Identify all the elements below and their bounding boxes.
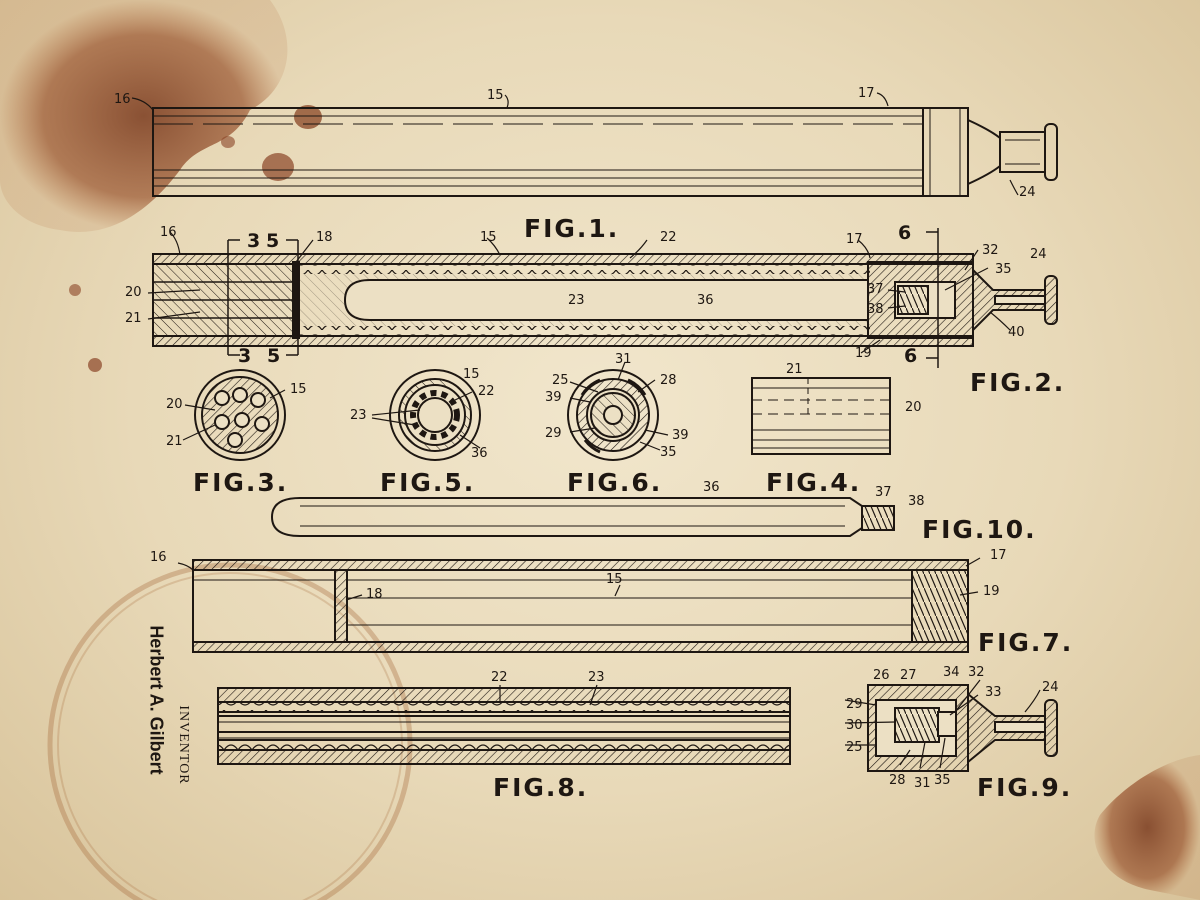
leader-lines [131, 92, 1041, 769]
ref-numeral: 32 [968, 665, 985, 680]
stain-spot [262, 153, 294, 181]
fig4-drawing [751, 377, 891, 455]
fig5-caption: FIG.5. [380, 468, 476, 497]
fig6-caption: FIG.6. [567, 468, 663, 497]
ref-numeral: 24 [1019, 185, 1036, 200]
ref-numeral: 21 [786, 362, 803, 377]
section-mark: 6 [904, 345, 918, 367]
fig1-caption: FIG.1. [524, 214, 620, 243]
stain-spot [221, 136, 235, 148]
fig2-drawing [152, 228, 1058, 368]
ref-numeral: 22 [478, 384, 495, 399]
fig6-drawing [567, 369, 659, 461]
ref-numeral: 22 [660, 230, 677, 245]
ref-numeral: 21 [166, 434, 183, 449]
ref-numeral: 38 [908, 494, 925, 509]
ref-numeral: 36 [471, 446, 488, 461]
ref-numeral: 24 [1030, 247, 1047, 262]
ref-numeral: 19 [983, 584, 1000, 599]
fig5-drawing [389, 369, 481, 461]
fig3-caption: FIG.3. [193, 468, 289, 497]
ref-numeral: 37 [875, 485, 892, 500]
ref-numeral: 15 [487, 88, 504, 103]
ref-numeral: 22 [491, 670, 508, 685]
fig9-caption: FIG.9. [977, 773, 1073, 802]
ref-numeral: 24 [1042, 680, 1059, 695]
ref-numeral: 21 [125, 311, 142, 326]
fig7-caption: FIG.7. [978, 628, 1074, 657]
fig3-drawing [194, 369, 286, 461]
ref-numeral: 17 [990, 548, 1007, 563]
section-mark: 3 [238, 345, 252, 367]
ref-numeral: 20 [905, 400, 922, 415]
ref-numeral: 23 [588, 670, 605, 685]
ref-numeral: 33 [985, 685, 1002, 700]
ref-numeral: 26 [873, 668, 890, 683]
ref-numeral: 35 [995, 262, 1012, 277]
fig10-drawing [270, 497, 895, 537]
ref-numeral: 31 [914, 776, 931, 791]
ref-numeral: 39 [672, 428, 689, 443]
fig7-drawing [192, 559, 969, 653]
ref-numeral: 20 [166, 397, 183, 412]
ref-numeral: 17 [846, 232, 863, 247]
ref-numeral: 25 [846, 740, 863, 755]
fig8-caption: FIG.8. [493, 773, 589, 802]
ref-numeral: 15 [290, 382, 307, 397]
ref-numeral: 20 [125, 285, 142, 300]
ref-numeral: 38 [867, 302, 884, 317]
ref-numeral: 35 [660, 445, 677, 460]
line-art [131, 92, 1058, 772]
inventor-name: Herbert A. Gilbert [146, 625, 167, 775]
ref-numeral: 29 [545, 426, 562, 441]
section-mark: 5 [266, 230, 280, 252]
inventor-label: INVENTOR [176, 705, 191, 785]
fig4-caption: FIG.4. [766, 468, 862, 497]
ref-numeral: 39 [545, 390, 562, 405]
ref-numeral: 34 [943, 665, 960, 680]
ref-numeral: 19 [855, 346, 872, 361]
ref-numeral: 28 [660, 373, 677, 388]
ref-numeral: 30 [846, 718, 863, 733]
ref-numeral: 31 [615, 352, 632, 367]
fig9-drawing [867, 684, 1058, 772]
ref-numeral: 23 [350, 408, 367, 423]
ref-numeral: 40 [1008, 325, 1025, 340]
stain-top-left [0, 0, 288, 232]
ref-numeral: 17 [858, 86, 875, 101]
fig1-drawing [152, 107, 1058, 197]
section-mark: 6 [898, 222, 912, 244]
ref-numeral: 27 [900, 668, 917, 683]
ref-numeral: 36 [703, 480, 720, 495]
ref-numeral: 28 [889, 773, 906, 788]
ref-numeral: 18 [366, 587, 383, 602]
ref-numeral: 15 [463, 367, 480, 382]
ref-numeral: 23 [568, 293, 585, 308]
ref-numeral: 36 [697, 293, 714, 308]
ref-numeral: 35 [934, 773, 951, 788]
ref-numeral: 16 [160, 225, 177, 240]
fig2-caption: FIG.2. [970, 368, 1066, 397]
ref-numeral: 37 [867, 282, 884, 297]
fig10-caption: FIG.10. [922, 515, 1037, 544]
stain-spot [69, 284, 81, 296]
stain-bottom-right [1094, 755, 1200, 900]
ref-numeral: 29 [846, 697, 863, 712]
section-mark: 3 [247, 230, 261, 252]
ref-numeral: 18 [316, 230, 333, 245]
ref-numeral: 16 [150, 550, 167, 565]
coffee-ring-inner [57, 572, 403, 900]
fig8-drawing [217, 687, 791, 765]
stain-spot [88, 358, 102, 372]
ref-numeral: 15 [480, 230, 497, 245]
ref-numeral: 16 [114, 92, 131, 107]
stain-spot [294, 105, 322, 129]
ref-numeral: 25 [552, 373, 569, 388]
section-mark: 5 [267, 345, 281, 367]
ref-numeral: 32 [982, 243, 999, 258]
ref-numeral: 15 [606, 572, 623, 587]
